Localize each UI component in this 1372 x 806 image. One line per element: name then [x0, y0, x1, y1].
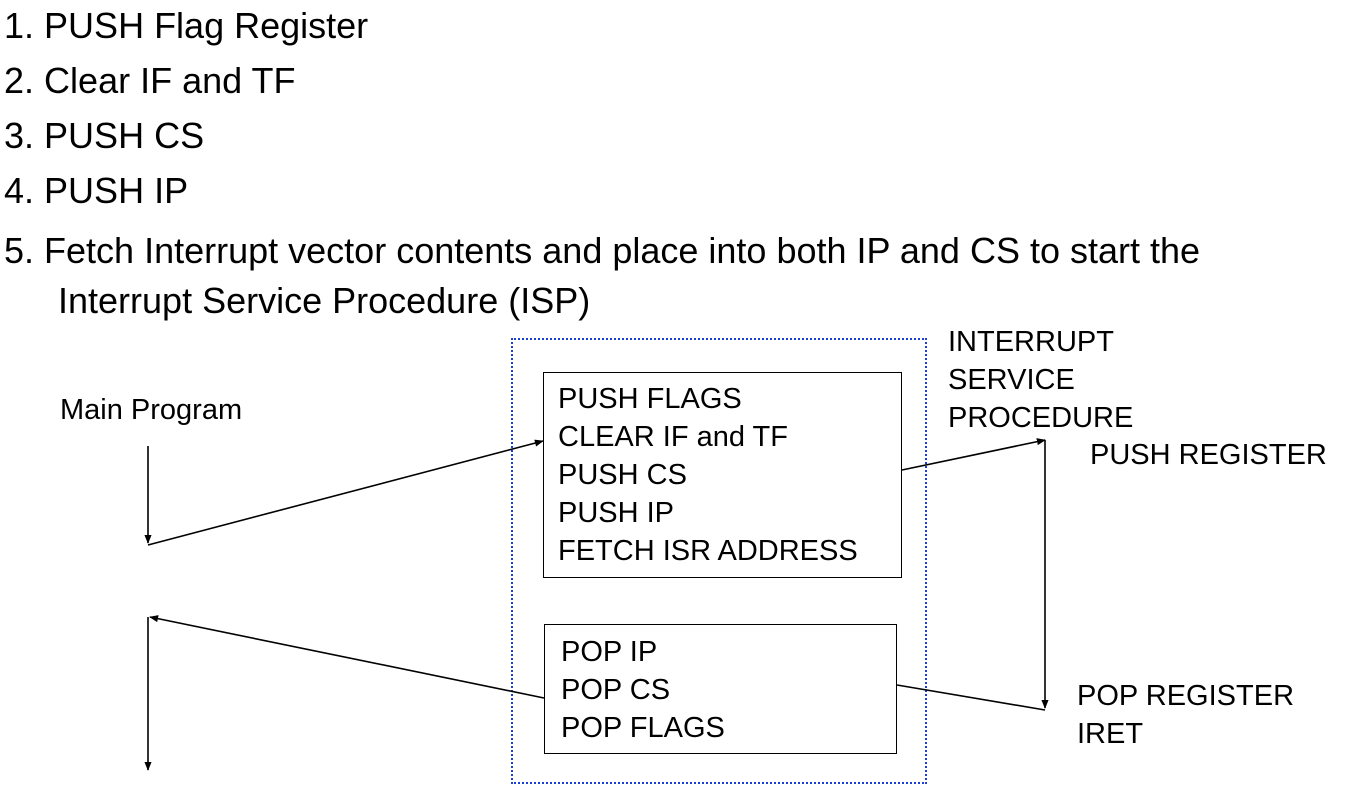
entry-step: FETCH ISR ADDRESS	[558, 535, 858, 567]
main-program-label: Main Program	[60, 394, 243, 426]
step-number: 5.	[4, 230, 35, 271]
entry-step: PUSH CS	[558, 459, 687, 491]
exit-step: POP CS	[561, 674, 671, 706]
entry-step: PUSH IP	[558, 497, 675, 529]
isp-title-line: PROCEDURE	[948, 402, 1134, 434]
step-number: 4.	[4, 170, 35, 211]
entry-step: PUSH FLAGS	[558, 383, 742, 415]
isp-title-line: INTERRUPT	[948, 326, 1114, 358]
push-register-label: PUSH REGISTER	[1090, 439, 1327, 471]
step-text: PUSH CS	[44, 115, 205, 156]
hardware-sequence-frame	[511, 338, 927, 784]
jump-to-isp-arrow	[901, 438, 1046, 471]
interrupt-call-arrow	[147, 439, 544, 546]
pop-register-label: POP REGISTER	[1077, 680, 1295, 712]
iret-to-exit-line	[896, 684, 1046, 711]
step-1: 1. PUSH Flag Register	[4, 4, 368, 48]
step-number: 3.	[4, 115, 35, 156]
step-2: 2. Clear IF and TF	[4, 59, 295, 103]
exit-sequence-box	[544, 624, 897, 754]
step-text: Clear IF and TF	[44, 60, 296, 101]
iret-label: IRET	[1077, 718, 1144, 750]
entry-sequence-box	[543, 372, 902, 578]
step-text: PUSH IP	[44, 170, 189, 211]
entry-step: CLEAR IF and TF	[558, 421, 788, 453]
exit-step: POP IP	[561, 636, 658, 668]
step-3: 3. PUSH CS	[4, 114, 204, 158]
step-5: 5. Fetch Interrupt vector contents and p…	[4, 229, 1200, 273]
step-number: 1.	[4, 5, 35, 46]
step-4: 4. PUSH IP	[4, 169, 188, 213]
step-text: Fetch Interrupt vector contents and plac…	[44, 230, 1201, 271]
exit-step: POP FLAGS	[561, 712, 725, 744]
step-5-continuation: Interrupt Service Procedure (ISP)	[58, 280, 591, 321]
return-arrow	[149, 615, 545, 699]
step-text: PUSH Flag Register	[44, 5, 369, 46]
step-number: 2.	[4, 60, 35, 101]
isp-title-line: SERVICE	[948, 364, 1075, 396]
